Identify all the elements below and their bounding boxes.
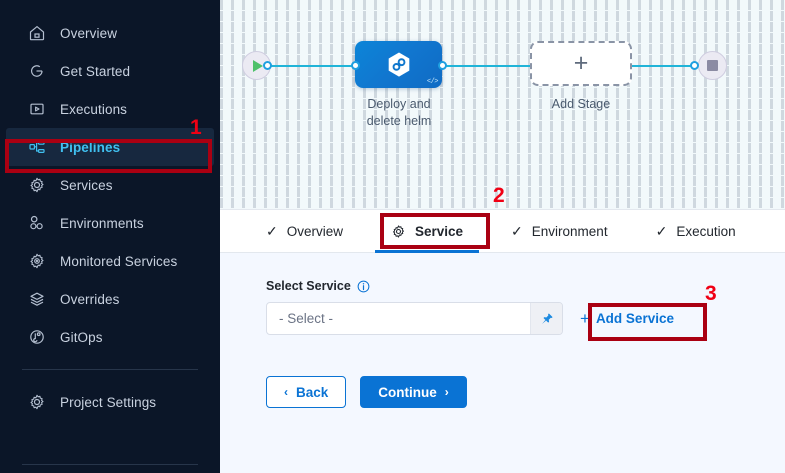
port-end-in[interactable] xyxy=(690,61,699,70)
add-stage-caption: Add Stage xyxy=(551,97,611,111)
continue-button[interactable]: Continue › xyxy=(360,376,467,408)
back-button[interactable]: ‹ Back xyxy=(266,376,347,408)
pin-icon[interactable] xyxy=(530,303,562,334)
chevron-left-icon: ‹ xyxy=(284,385,288,399)
stage-caption-line2: delete helm xyxy=(366,114,432,128)
home-icon xyxy=(28,24,46,42)
chevron-right-icon: › xyxy=(444,385,449,399)
get-started-icon xyxy=(28,62,46,80)
tab-label: Overview xyxy=(286,223,343,239)
tab-execution[interactable]: ✓ Execution xyxy=(632,210,760,252)
tab-label: Environment xyxy=(531,223,608,239)
executions-icon xyxy=(28,100,46,118)
select-service-dropdown[interactable]: - Select - xyxy=(266,302,563,335)
sidebar-item-monitored-services[interactable]: Monitored Services xyxy=(6,242,214,280)
select-service-value: - Select - xyxy=(279,311,334,326)
gear-icon xyxy=(393,224,404,238)
continue-button-label: Continue xyxy=(378,384,437,400)
gitops-icon xyxy=(28,328,46,346)
sidebar-item-label: Services xyxy=(60,177,113,193)
sidebar-item-executions[interactable]: Executions xyxy=(6,90,214,128)
add-stage-node[interactable]: + xyxy=(530,41,632,86)
sidebar-divider-bottom xyxy=(22,464,198,465)
sidebar-item-overview[interactable]: Overview xyxy=(6,14,214,52)
back-button-label: Back xyxy=(296,384,329,400)
tab-label: Execution xyxy=(676,223,736,239)
edge-stage-to-addstage xyxy=(442,65,532,67)
info-icon[interactable] xyxy=(357,280,370,293)
sidebar-item-label: Overrides xyxy=(60,291,120,307)
sidebar-item-overrides[interactable]: Overrides xyxy=(6,280,214,318)
sidebar-item-label: Environments xyxy=(60,215,144,231)
layers-icon xyxy=(28,290,46,308)
port-stage-out[interactable] xyxy=(438,61,447,70)
tab-service[interactable]: Service xyxy=(367,210,487,253)
check-icon: ✓ xyxy=(655,223,668,239)
pipeline-end-node[interactable] xyxy=(698,51,727,80)
gear-icon xyxy=(28,176,46,194)
sidebar-item-label: Monitored Services xyxy=(60,253,178,269)
sidebar-item-label: Overview xyxy=(60,25,118,41)
plus-icon: + xyxy=(580,308,590,328)
sidebar-item-label: Executions xyxy=(60,101,128,117)
sidebar-item-label: Pipelines xyxy=(60,139,121,155)
environments-icon xyxy=(28,214,46,232)
add-service-link[interactable]: + Add Service xyxy=(580,308,674,328)
form-actions: ‹ Back Continue › xyxy=(266,376,785,408)
stage-caption-line1: Deploy and xyxy=(367,97,431,111)
step-tabs: ✓ Overview Service ✓ Environment ✓ Execu… xyxy=(220,209,785,253)
sidebar-item-services[interactable]: Services xyxy=(6,166,214,204)
service-form-panel: Select Service - Select - xyxy=(220,253,785,473)
code-badge-icon: </> xyxy=(426,78,439,86)
port-stage-in[interactable] xyxy=(351,61,360,70)
edge-addstage-to-end xyxy=(632,65,694,67)
tab-environment[interactable]: ✓ Environment xyxy=(487,210,632,252)
add-service-label: Add Service xyxy=(595,311,674,326)
sidebar-item-environments[interactable]: Environments xyxy=(6,204,214,242)
sidebar: Overview Get Started Executions xyxy=(0,0,220,473)
play-icon xyxy=(253,59,263,72)
tab-overview[interactable]: ✓ Overview xyxy=(242,210,367,252)
plus-icon: + xyxy=(573,49,589,77)
select-service-label-row: Select Service xyxy=(266,279,785,293)
check-icon: ✓ xyxy=(266,223,278,239)
sidebar-divider xyxy=(22,369,198,370)
monitored-services-icon xyxy=(28,252,46,270)
sidebar-item-get-started[interactable]: Get Started xyxy=(6,52,214,90)
sidebar-item-label: Project Settings xyxy=(60,394,157,410)
select-service-label: Select Service xyxy=(266,279,351,293)
pipeline-graph: </> Deploy and delete helm + Add Stage xyxy=(220,0,785,209)
port-start-out[interactable] xyxy=(263,61,272,70)
sidebar-item-pipelines[interactable]: Pipelines xyxy=(6,128,214,166)
select-service-row: - Select - + Add Service xyxy=(266,302,785,335)
pipeline-stage-node[interactable]: </> xyxy=(355,41,442,88)
gear-icon xyxy=(28,393,46,411)
pipeline-canvas[interactable]: </> Deploy and delete helm + Add Stage xyxy=(220,0,785,209)
sidebar-item-label: Get Started xyxy=(60,63,131,79)
tab-label: Service xyxy=(415,223,464,239)
check-icon: ✓ xyxy=(511,223,523,239)
stage-caption: Deploy and delete helm xyxy=(328,96,470,130)
main-content: </> Deploy and delete helm + Add Stage xyxy=(220,0,785,473)
edge-start-to-stage xyxy=(268,65,360,67)
helm-hexagon-icon xyxy=(388,51,409,77)
stop-icon xyxy=(707,60,718,71)
sidebar-item-gitops[interactable]: GitOps xyxy=(6,318,214,356)
sidebar-item-label: GitOps xyxy=(60,329,103,345)
sidebar-item-project-settings[interactable]: Project Settings xyxy=(6,383,214,421)
pipelines-icon xyxy=(28,138,46,156)
